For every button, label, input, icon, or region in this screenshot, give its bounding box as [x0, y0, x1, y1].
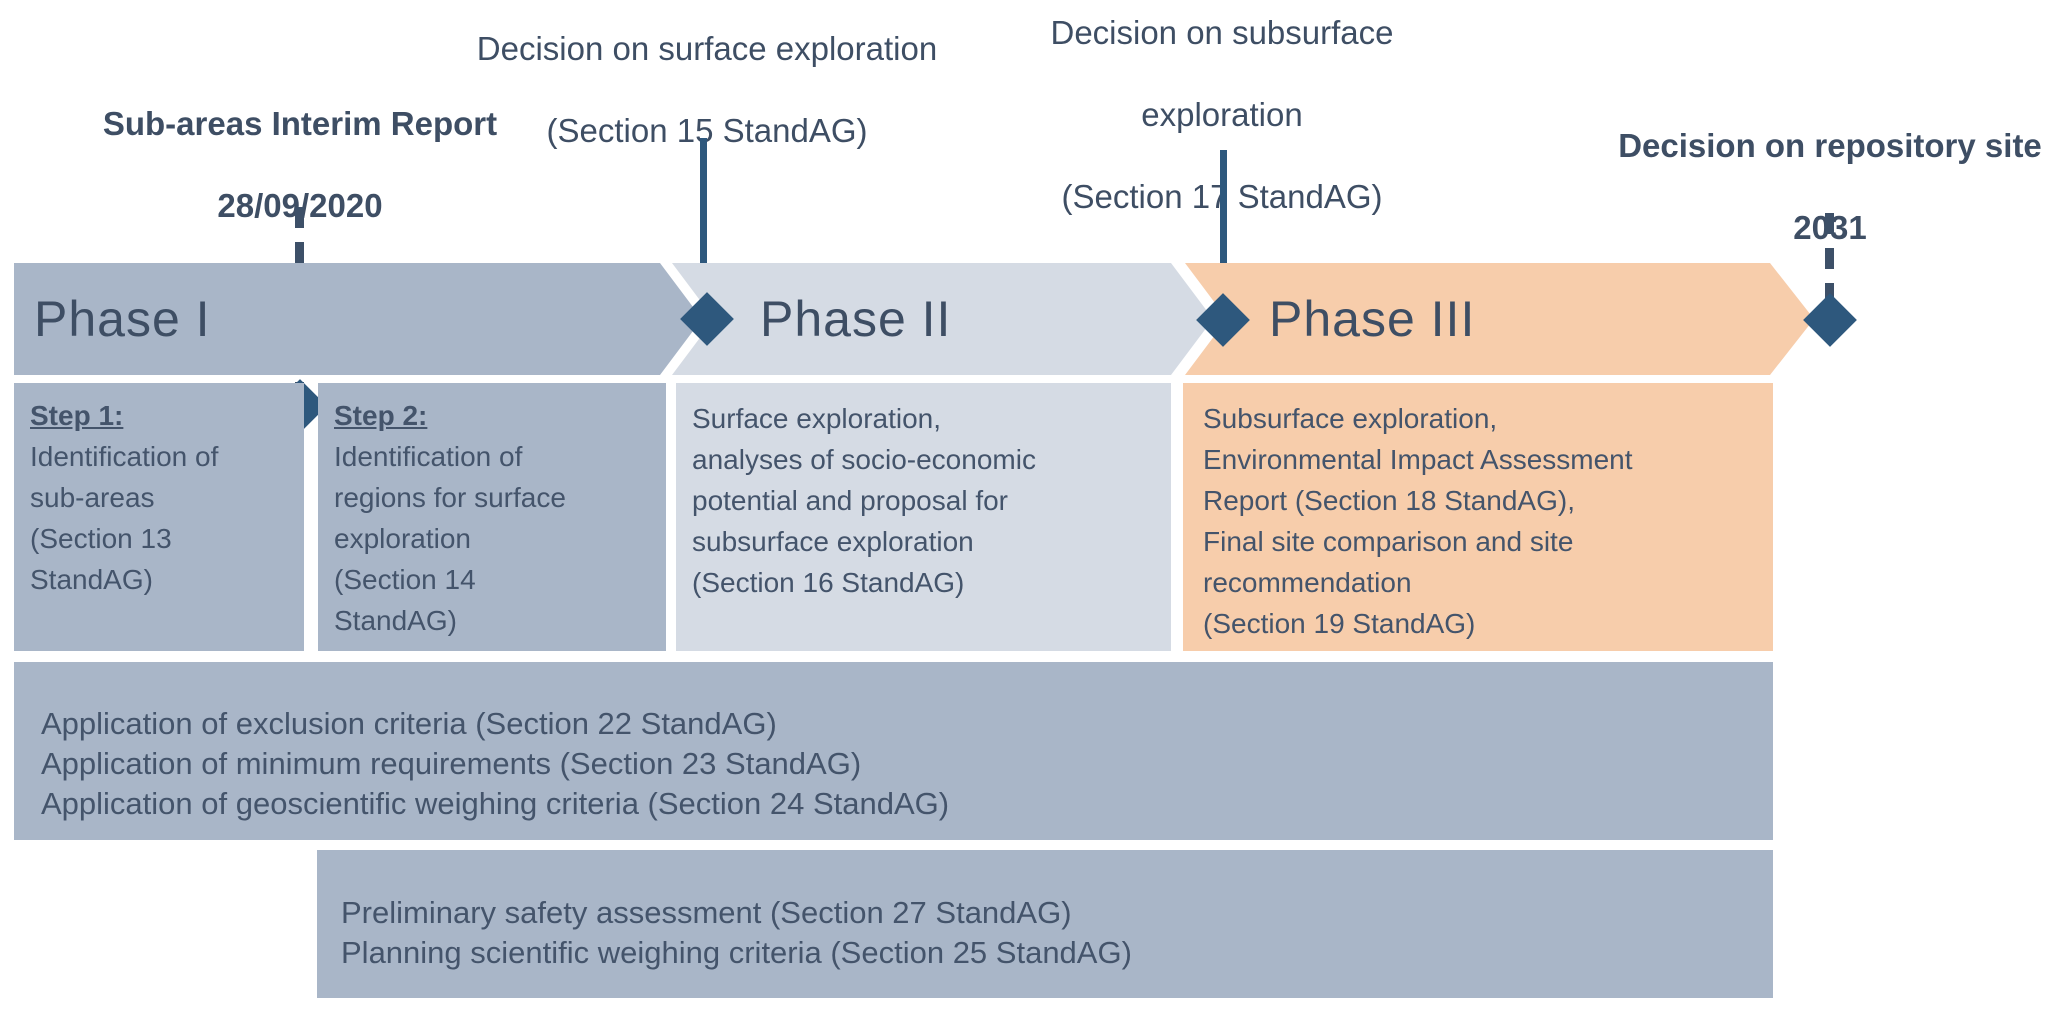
phase3-label: Phase III [1269, 291, 1476, 347]
step1-box: Step 1: Identification of sub-areas (Sect… [14, 383, 304, 651]
annotation-surface-line1: Decision on surface exploration [476, 30, 938, 67]
solid-connector-surface-decision [700, 138, 707, 320]
annotation-subsurface-line2: exploration [1141, 96, 1303, 133]
phase2-activity-box: Surface exploration, analyses of socio-e… [676, 383, 1171, 651]
solid-connector-subsurface-decision [1220, 150, 1227, 320]
step2-box: Step 2: Identification of regions for sur… [318, 383, 666, 651]
annotation-surface-line2: (Section 15 StandAG) [546, 112, 868, 149]
phase2-arrow: Phase II [672, 263, 1213, 375]
annotation-subsurface-line1: Decision on subsurface [1050, 14, 1394, 51]
annotation-subareas-interim-report: Sub-areas Interim Report 28/09/2020 [50, 103, 550, 226]
annotation-surface-exploration: Decision on surface exploration (Section… [407, 28, 1007, 151]
phase3-activity-box: Subsurface exploration, Environmental Im… [1183, 383, 1773, 651]
step2-heading: Step 2: [334, 400, 428, 431]
criteria-bar2-line1: Preliminary safety assessment (Section 2… [341, 895, 1072, 930]
criteria-bar-safety-assessment: Preliminary safety assessment (Section 2… [317, 850, 1773, 998]
phase3-arrow: Phase III [1185, 263, 1814, 375]
phase1-label: Phase I [34, 291, 211, 347]
step1-heading: Step 1: [30, 400, 124, 431]
annotation-repository-decision: Decision on repository site 2031 [1593, 125, 2067, 248]
criteria-bar1-line2: Application of minimum requirements (Sec… [41, 746, 862, 781]
criteria-bar1-line1: Application of exclusion criteria (Secti… [41, 706, 777, 741]
annotation-subareas-line1: Sub-areas Interim Report [102, 105, 498, 142]
phase3-activity-text: Subsurface exploration, Environmental Im… [1203, 403, 1633, 639]
step2-body: Identification of regions for surface ex… [334, 441, 566, 636]
criteria-bar2-line2: Planning scientific weighing criteria (S… [341, 935, 1132, 970]
phase1-arrow: Phase I [14, 263, 702, 375]
phase2-activity-text: Surface exploration, analyses of socio-e… [692, 403, 1036, 598]
annotation-repository-line1: Decision on repository site [1618, 127, 2042, 164]
step1-body: Identification of sub-areas (Section 13 … [30, 441, 219, 595]
milestone-diamond-repository-decision [1803, 293, 1857, 347]
dashed-connector-repository-decision [1825, 213, 1834, 301]
phase2-label: Phase II [760, 291, 952, 347]
criteria-bar-application: Application of exclusion criteria (Secti… [14, 662, 1773, 840]
criteria-bar1-line3: Application of geoscientific weighing cr… [41, 786, 950, 821]
